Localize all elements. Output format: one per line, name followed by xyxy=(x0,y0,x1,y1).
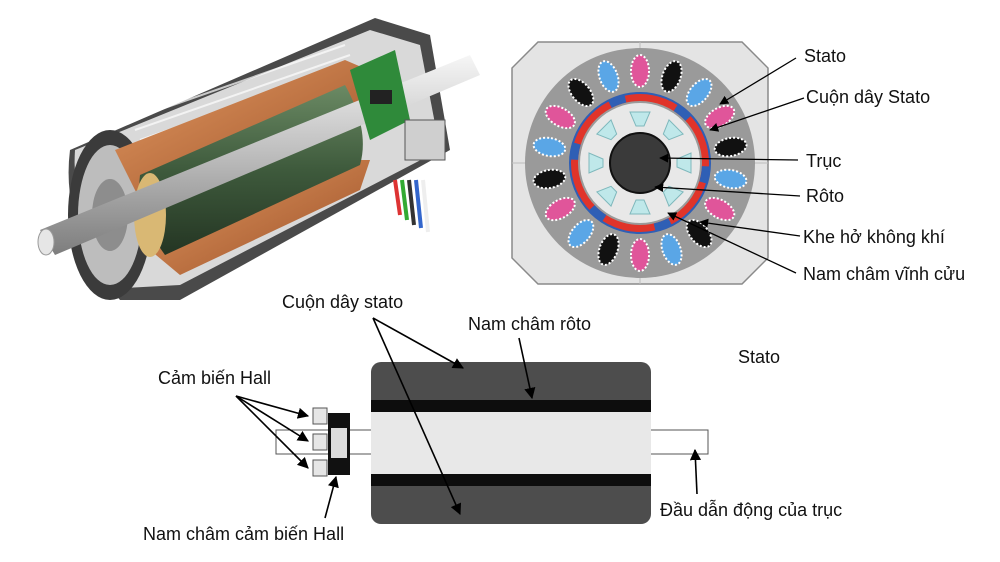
schematic-rotor-magnet-bottom xyxy=(371,474,651,486)
schematic-hall-sensor-3 xyxy=(312,459,328,477)
rotor-lamination xyxy=(595,118,618,141)
coil-slot xyxy=(532,168,567,190)
motor-wires xyxy=(393,179,430,233)
permanent-magnet-segments xyxy=(570,94,710,232)
coil-slot xyxy=(544,104,576,130)
schematic-rotor xyxy=(371,400,651,486)
label-shaft: Trục xyxy=(806,151,841,171)
coil-slot xyxy=(597,60,620,93)
label-hall-sensor: Cảm biến Hall xyxy=(158,368,271,388)
coil-slot xyxy=(630,54,650,88)
schematic-rotor-magnet-top xyxy=(371,400,651,412)
coil-slot xyxy=(532,136,567,158)
motor-schematic xyxy=(275,362,709,524)
magnet-segment xyxy=(608,94,627,108)
label-air-gap: Khe hở không khí xyxy=(803,227,945,247)
rotor-laminations xyxy=(588,111,692,215)
magnet-segment xyxy=(588,205,607,222)
schematic-leaders xyxy=(235,317,702,519)
schematic-hall-sensor-2 xyxy=(312,433,328,451)
label-stator-winding: Cuộn dây Stato xyxy=(806,87,930,107)
label-rotor: Rôto xyxy=(806,186,844,206)
magnet-segment xyxy=(699,166,710,184)
rotor-lamination xyxy=(595,185,618,208)
label-rotor-magnet: Nam châm rôto xyxy=(468,314,591,334)
motor-cutaway-illustration xyxy=(37,18,480,300)
label-stator-coil: Cuộn dây stato xyxy=(282,292,403,312)
rotor-lamination xyxy=(662,118,685,141)
winding-copper-bottom xyxy=(150,160,370,275)
coil-slot xyxy=(544,196,576,222)
coil-slot xyxy=(630,238,650,272)
coil-slot xyxy=(660,60,683,93)
cross-section-leaders xyxy=(654,57,805,274)
stator-coil-slots xyxy=(532,54,748,272)
schematic-hall-sensor-1 xyxy=(312,407,328,425)
coil-slot xyxy=(685,218,713,249)
magnet-segment xyxy=(653,218,672,232)
rotor-lamination xyxy=(629,199,651,215)
magnet-segment xyxy=(673,104,692,121)
magnet-ring xyxy=(570,93,710,233)
label-shaft-drive-end: Đầu dẫn động của trục xyxy=(660,499,842,520)
label-permanent-magnet: Nam châm vĩnh cửu xyxy=(803,264,965,284)
coil-slot xyxy=(713,168,748,190)
label-hall-sensor-magnet: Nam châm cảm biến Hall xyxy=(143,524,344,544)
coil-slot xyxy=(597,233,620,266)
shaft-section xyxy=(609,132,671,194)
label-schematic-stator: Stato xyxy=(738,347,780,367)
magnet-segment xyxy=(570,142,581,160)
coil-slot xyxy=(685,77,713,108)
motor-cross-section xyxy=(511,41,769,285)
coil-slot xyxy=(567,77,595,108)
rotor-lamination xyxy=(629,111,651,127)
coil-slot xyxy=(660,233,683,266)
coil-slot xyxy=(567,218,595,249)
air-gap-ring xyxy=(569,92,711,234)
coil-slot xyxy=(713,136,748,158)
label-stator: Stato xyxy=(804,46,846,66)
coil-slot xyxy=(704,196,736,222)
rotor-lamination xyxy=(588,152,604,174)
